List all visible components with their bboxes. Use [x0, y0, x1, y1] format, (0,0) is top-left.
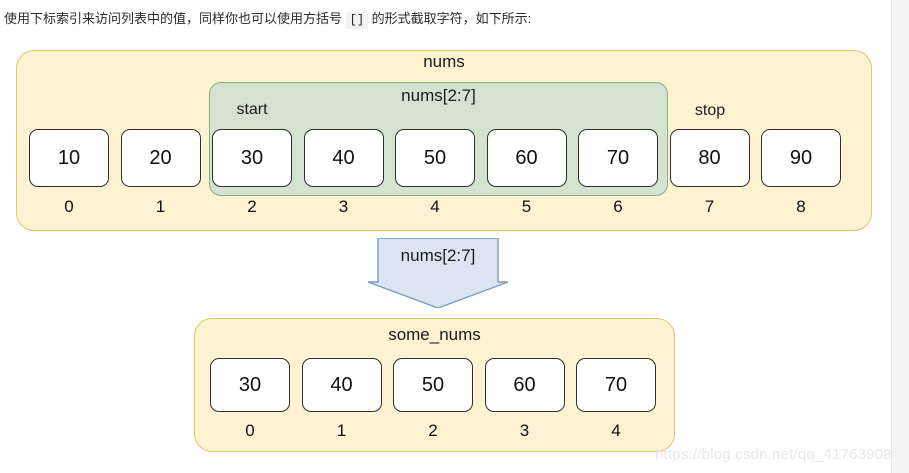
value-cell: 40 [301, 358, 382, 412]
watermark: https://blog.csdn.net/qq_41763908 [655, 446, 892, 463]
value-cell: 30 [210, 358, 290, 412]
value-cell: 50 [393, 358, 473, 412]
vertical-scrollbar[interactable] [891, 0, 909, 473]
value-cell: 50 [395, 129, 475, 187]
index-label: 2 [247, 197, 257, 216]
intro-text-before: 使用下标索引来访问列表中的值，同样你也可以使用方括号 [4, 11, 346, 26]
nums-title: nums [423, 52, 465, 71]
value-cell: 90 [761, 129, 841, 187]
index-label: 8 [796, 197, 806, 216]
index-label: 4 [611, 421, 621, 440]
value-cell: 80 [669, 129, 750, 187]
intro-paragraph: 使用下标索引来访问列表中的值，同样你也可以使用方括号 [] 的形式截取字符，如下… [4, 9, 531, 30]
index-label: 7 [704, 197, 715, 216]
index-label: 6 [613, 197, 623, 216]
value-cell: 20 [120, 129, 201, 187]
index-label: 5 [521, 197, 532, 216]
intro-text-after: 的形式截取字符，如下所示: [368, 11, 532, 26]
value-cell: 30 [212, 129, 292, 187]
index-label: 0 [245, 421, 255, 440]
value-cell: 10 [29, 129, 109, 187]
some-nums-title: some_nums [388, 325, 481, 344]
index-label: 1 [336, 421, 347, 440]
index-label: 2 [428, 421, 438, 440]
value-cell: 60 [484, 358, 565, 412]
index-label: 0 [64, 197, 74, 216]
index-label: 1 [155, 197, 166, 216]
slice-arrow: nums[2:7] [367, 237, 509, 309]
value-cell: 60 [486, 129, 567, 187]
start-marker-label: start [236, 101, 268, 118]
stop-marker-label: stop [694, 102, 726, 119]
value-cell: 70 [576, 358, 656, 412]
value-cell: 70 [578, 129, 658, 187]
index-label: 3 [519, 421, 530, 440]
index-label: 3 [338, 197, 349, 216]
down-arrow-icon [367, 237, 509, 309]
index-label: 4 [430, 197, 440, 216]
inline-code-brackets: [] [345, 12, 369, 29]
value-cell: 40 [303, 129, 384, 187]
slice-title: nums[2:7] [401, 86, 476, 105]
